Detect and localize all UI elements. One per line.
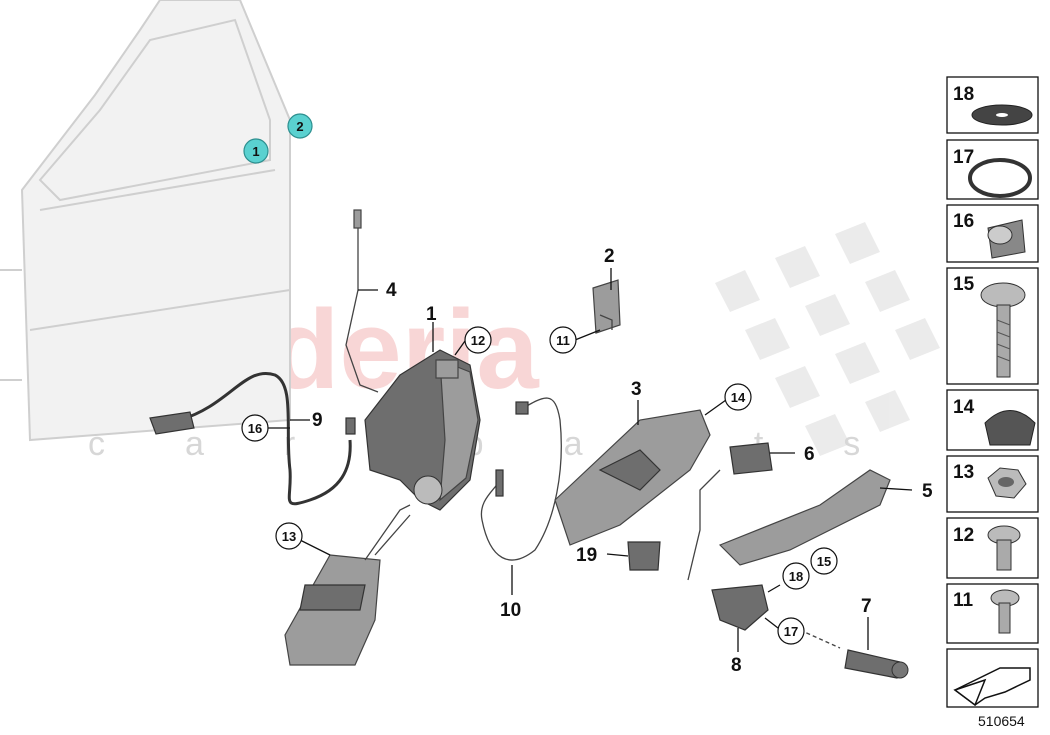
- screw-icon-11: [990, 589, 1020, 634]
- car-door-outline: [0, 0, 291, 442]
- callout-3: 3: [631, 379, 642, 400]
- o-ring-icon: [968, 158, 1032, 198]
- door-marker-2[interactable]: 2: [287, 113, 313, 139]
- part-4-rod[interactable]: [345, 209, 379, 393]
- svg-text:14: 14: [731, 390, 746, 405]
- sidebar-label-15: 15: [953, 274, 975, 295]
- callout-9: 9: [312, 410, 323, 431]
- callout-4: 4: [386, 280, 397, 301]
- circled-callout-13: 13: [275, 522, 303, 550]
- svg-text:17: 17: [784, 624, 798, 639]
- circled-callout-14: 14: [724, 383, 752, 411]
- circled-callout-11: 11: [549, 326, 577, 354]
- nut-icon: [987, 467, 1027, 499]
- sleeve-icon: [987, 219, 1026, 259]
- part-9-bowden-cable[interactable]: [149, 371, 356, 506]
- callout-7: 7: [861, 596, 872, 617]
- callout-2: 2: [604, 246, 615, 267]
- door-marker-1[interactable]: 1: [243, 138, 269, 164]
- part-5-door-handle[interactable]: [718, 469, 891, 566]
- bolt-icon-12: [987, 525, 1021, 571]
- sidebar-label-16: 16: [953, 211, 974, 232]
- part-7-key-cylinder[interactable]: [799, 629, 909, 679]
- checkered-flag-watermark: [715, 222, 940, 456]
- sidebar-label-11: 11: [953, 590, 974, 611]
- svg-text:12: 12: [471, 333, 485, 348]
- part-10-cable[interactable]: [480, 397, 562, 561]
- circled-callout-16: 16: [241, 414, 269, 442]
- sidebar-label-12: 12: [953, 525, 974, 546]
- callout-1: 1: [426, 304, 437, 325]
- part-19-clip[interactable]: [627, 541, 661, 571]
- sidebar-label-18: 18: [953, 84, 974, 105]
- circled-callout-17: 17: [777, 617, 805, 645]
- part-8-lock-cylinder[interactable]: [711, 584, 769, 631]
- callout-10: 10: [500, 600, 521, 621]
- sidebar-label-17: 17: [953, 147, 974, 168]
- part-6-sensor[interactable]: [687, 442, 773, 581]
- part-2-striker[interactable]: [592, 279, 621, 334]
- screw-icon-15: [980, 282, 1026, 378]
- callout-5: 5: [922, 481, 933, 502]
- grommet-icon: [984, 410, 1036, 446]
- svg-text:2: 2: [296, 119, 303, 134]
- svg-text:16: 16: [248, 421, 262, 436]
- circled-callout-12: 12: [464, 326, 492, 354]
- svg-text:11: 11: [556, 333, 570, 348]
- svg-text:18: 18: [789, 569, 803, 584]
- diagram-code: 510654: [978, 713, 1025, 729]
- svg-text:1: 1: [252, 144, 259, 159]
- part-3-handle-carrier[interactable]: [554, 409, 711, 546]
- callout-6: 6: [804, 444, 815, 465]
- callout-8: 8: [731, 655, 742, 676]
- svg-text:15: 15: [817, 554, 831, 569]
- svg-text:13: 13: [282, 529, 296, 544]
- circled-callout-18: 18: [782, 562, 810, 590]
- navigation-arrow-icon: [953, 667, 1031, 707]
- part-1-door-lock[interactable]: [364, 349, 481, 511]
- callout-19: 19: [576, 545, 597, 566]
- sidebar-label-14: 14: [953, 397, 975, 418]
- circled-callout-15: 15: [810, 547, 838, 575]
- part-13-actuator[interactable]: [284, 504, 411, 666]
- leader-lines: [268, 268, 913, 652]
- sidebar-legend: 18 17 16 15 14 13 12 11: [946, 76, 1039, 708]
- sidebar-label-13: 13: [953, 462, 974, 483]
